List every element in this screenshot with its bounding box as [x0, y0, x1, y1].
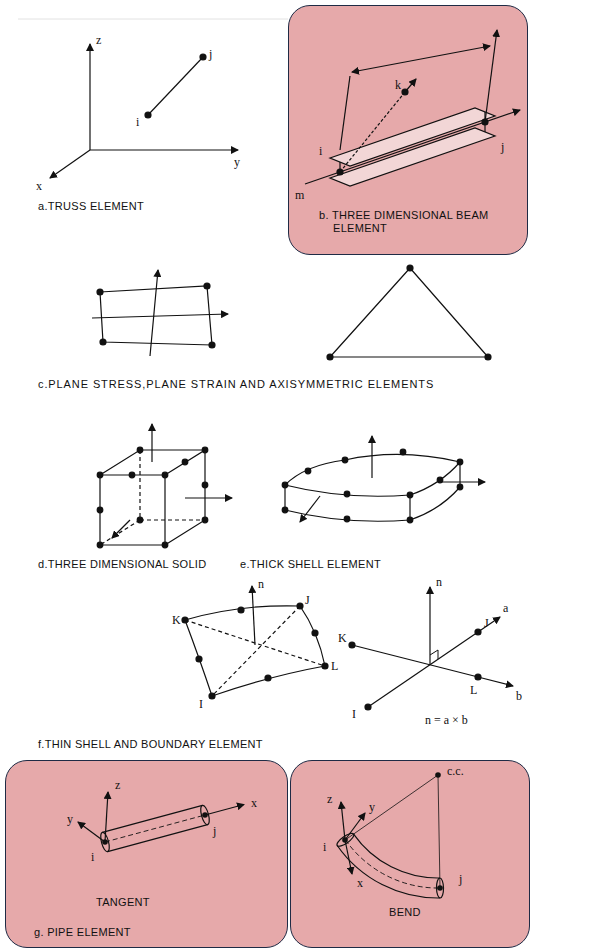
- boundary-element-figure: [349, 587, 513, 710]
- truss-figure: [50, 44, 238, 178]
- radius-line: [345, 775, 438, 840]
- node-letter: y: [67, 813, 73, 826]
- node-letter: z: [115, 779, 120, 792]
- node-letter: J: [484, 617, 489, 630]
- element-caption: c.PLANE STRESS,PLANE STRAIN AND AXISYMME…: [38, 378, 434, 391]
- node-dot: [342, 837, 348, 843]
- element-caption: e.THICK SHELL ELEMENT: [240, 558, 381, 571]
- frame-line: [18, 19, 288, 20]
- node-letter: n: [436, 576, 442, 589]
- pipe-end: [199, 804, 211, 825]
- node-letter: L: [331, 660, 338, 673]
- node-letter: K: [338, 632, 347, 645]
- node-dot: [437, 885, 443, 891]
- node-letter: I: [199, 698, 203, 711]
- center-dot: [435, 772, 441, 778]
- node-letter: a: [503, 602, 508, 615]
- node-letter: x: [251, 797, 257, 810]
- element-caption: d.THREE DIMENSIONAL SOLID: [38, 558, 206, 571]
- pipe-end: [436, 878, 443, 898]
- node-letter: j: [501, 141, 504, 154]
- highlight-box: c.c. z y x i jBEND: [290, 760, 530, 948]
- highlight-box: k i j m b. THREE DIMENSIONAL BEAM ELEMENT: [288, 5, 528, 255]
- thick-shell-figure: [282, 436, 485, 523]
- highlight-box: y z x i jTANGENT g. PIPE ELEMENT: [5, 760, 288, 948]
- element-caption: a.TRUSS ELEMENT: [38, 200, 144, 213]
- node-letter: j: [459, 873, 462, 886]
- element-caption: BEND: [389, 906, 421, 919]
- beam-figure: [305, 30, 520, 186]
- x-axis: [205, 805, 244, 816]
- y-axis: [78, 822, 105, 842]
- node-letter: z: [327, 793, 332, 806]
- plane-elements-figure: [92, 265, 491, 360]
- node-letter: I: [352, 708, 356, 721]
- y-axis: [345, 813, 365, 840]
- node-letter: y: [234, 156, 240, 169]
- pipe-end: [335, 831, 355, 848]
- node-letter: b: [516, 690, 522, 703]
- node-dot: [102, 839, 108, 845]
- node-letter: i: [319, 145, 322, 158]
- node-letter: j: [213, 825, 216, 838]
- node-letter: K: [172, 614, 181, 627]
- element-caption: TANGENT: [96, 896, 150, 909]
- node-letter: i: [91, 851, 94, 864]
- node-letter: y: [369, 801, 375, 814]
- node-letter: m: [295, 189, 304, 202]
- node-dot: [202, 812, 208, 818]
- pipe-axis: [105, 815, 205, 842]
- pipe-wall: [337, 846, 440, 899]
- node-letter: c.c.: [447, 765, 464, 778]
- pipe-wall: [102, 805, 202, 832]
- thin-shell-figure: [182, 586, 328, 699]
- node-letter: j: [209, 48, 212, 61]
- node-letter: x: [36, 180, 42, 193]
- radius-line: [438, 775, 440, 888]
- pipe-axis: [345, 840, 440, 888]
- node-letter: n: [258, 578, 264, 591]
- element-caption: b. THREE DIMENSIONAL BEAM ELEMENT: [319, 209, 508, 235]
- node-letter: z: [96, 34, 101, 47]
- node-letter: L: [470, 684, 477, 697]
- z-axis: [105, 792, 108, 842]
- node-letter: i: [136, 116, 139, 129]
- pipe-wall: [354, 834, 440, 878]
- x-axis: [345, 840, 352, 874]
- node-letter: i: [323, 841, 326, 854]
- node-letter: J: [305, 594, 310, 607]
- node-letter: n = a × b: [425, 714, 468, 727]
- node-letter: k: [395, 79, 401, 92]
- pipe-wall: [108, 825, 208, 852]
- node-letter: x: [357, 877, 363, 890]
- z-axis: [341, 802, 345, 840]
- element-caption: g. PIPE ELEMENT: [34, 926, 131, 939]
- solid-figure: [97, 424, 232, 548]
- element-caption: f.THIN SHELL AND BOUNDARY ELEMENT: [38, 738, 263, 751]
